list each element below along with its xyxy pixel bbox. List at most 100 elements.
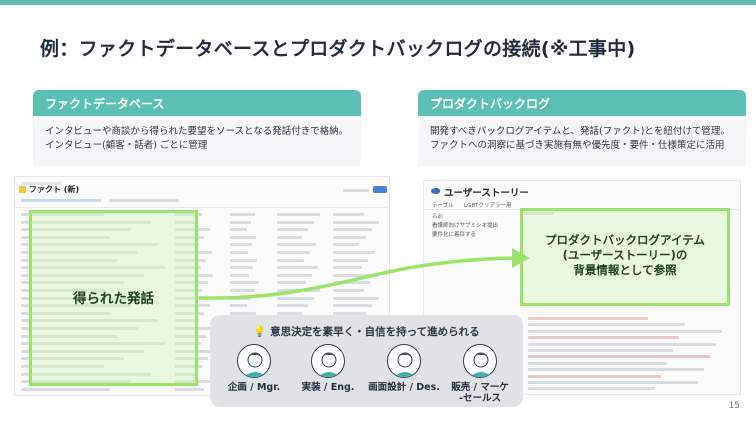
- blurred-cell: [230, 235, 257, 239]
- blurred-cell: [230, 289, 255, 292]
- blurred-cell: [21, 273, 145, 277]
- blurred-cell: [21, 251, 138, 254]
- folder-icon: [19, 186, 26, 193]
- blurred-detail-line: [528, 387, 655, 391]
- blurred-cell: [333, 228, 373, 232]
- blurred-cell: [21, 387, 111, 391]
- blurred-cell: [277, 220, 315, 224]
- blurred-cell: [277, 243, 317, 247]
- blurred-cell: [230, 304, 247, 308]
- blurred-detail-line: [528, 342, 716, 346]
- role-label: 企画 / Mgr.: [214, 382, 294, 393]
- tab-table[interactable]: テーブル: [432, 203, 454, 209]
- blurred-cell: [175, 281, 208, 285]
- blurred-cell: [175, 213, 203, 216]
- role-label-line1: 企画 / Mgr.: [227, 382, 281, 393]
- blurred-cell: [277, 258, 304, 262]
- person-avatar-icon: [311, 344, 345, 378]
- highlight-line-1: プロダクトバックログアイテム: [545, 233, 705, 247]
- blurred-cell: [21, 319, 159, 323]
- blurred-cell: [175, 304, 210, 308]
- blurred-cell: [21, 304, 131, 308]
- blurred-cell: [21, 289, 104, 292]
- blurred-detail-line: [528, 355, 710, 359]
- blurred-cell: [333, 251, 375, 254]
- blurred-cell: [21, 228, 131, 232]
- blurred-cell: [175, 311, 205, 315]
- fact-database-card-body: インタビューや商談から得られた要望をソースとなる発話付きで格納。 インタビュー(…: [33, 116, 361, 166]
- role-label-line1: 実装 / Eng.: [301, 382, 355, 393]
- blurred-cell: [175, 296, 197, 300]
- decision-panel-title: 💡 意思決定を素早く・自信を持って進められる: [210, 324, 523, 339]
- blurred-cell: [175, 327, 212, 330]
- arrow-head: [512, 248, 530, 268]
- fact-database-card-heading: ファクトデータベース: [33, 90, 361, 116]
- product-backlog-card-body: 開発すべきバックログアイテムと、発話(ファクト)とを紐付けて管理。 ファクトへの…: [418, 116, 746, 166]
- blurred-cell: [21, 380, 131, 384]
- blurred-cell: [333, 304, 373, 308]
- blurred-cell: [230, 273, 250, 277]
- blurred-cell: [175, 372, 197, 376]
- blurred-cell: [230, 266, 254, 270]
- backlog-item-highlight-label: プロダクトバックログアイテム (ユーザーストーリー)の 背景情報として参照: [520, 233, 730, 278]
- blurred-cell: [230, 213, 255, 216]
- blurred-cell: [21, 342, 165, 346]
- blurred-cell: [333, 266, 362, 270]
- blurred-cell: [333, 281, 371, 285]
- user-story-title: ユーザーストーリー: [444, 188, 529, 199]
- blurred-cell: [175, 220, 197, 224]
- blurred-cell: [175, 357, 208, 361]
- blurred-cell: [21, 334, 118, 338]
- blurred-cell: [21, 235, 111, 239]
- lightbulb-icon: 💡: [253, 326, 267, 338]
- blurred-cell: [175, 228, 210, 232]
- blurred-cell: [175, 273, 214, 277]
- utterance-highlight-box: [29, 210, 198, 386]
- fish-icon: [431, 188, 440, 194]
- blurred-detail-line: [528, 329, 722, 333]
- blurred-cell: [333, 258, 369, 262]
- fact-table-title: ファクト (新): [29, 185, 80, 194]
- blurred-cell: [175, 319, 199, 323]
- blurred-detail-line: [528, 336, 679, 340]
- blurred-cell: [230, 311, 257, 315]
- blurred-cell: [230, 281, 259, 285]
- blurred-cell: [230, 228, 247, 232]
- blurred-detail-line: [528, 368, 704, 372]
- blurred-cell: [175, 334, 207, 338]
- blurred-cell: [21, 258, 118, 262]
- role-label-line2: -セールス: [459, 393, 501, 404]
- blurred-cell: [333, 213, 364, 216]
- product-backlog-card-heading: プロダクトバックログ: [418, 90, 746, 116]
- list-item[interactable]: 要件化に着目する: [432, 232, 477, 238]
- blurred-cell: [21, 311, 111, 315]
- blurred-cell: [175, 251, 212, 254]
- blurred-cell: [277, 235, 302, 239]
- person-avatar-icon: [387, 344, 421, 378]
- blurred-cell: [21, 281, 124, 285]
- blurred-detail-line: [528, 349, 673, 352]
- blurred-cell: [175, 258, 207, 262]
- role-label-line1: 販売 / マーケ: [451, 382, 509, 393]
- blurred-cell: [277, 311, 302, 315]
- blurred-cell: [175, 342, 201, 346]
- blurred-cell: [175, 349, 214, 353]
- fact-database-description-line1: インタビューや商談から得られた要望をソースとなる発話付きで格納。: [45, 126, 349, 137]
- list-item[interactable]: 看護師向けサブミシオ提出: [432, 223, 499, 229]
- blurred-cell: [175, 266, 201, 270]
- role-label-line1: 画面設計 / Des.: [368, 382, 440, 393]
- blurred-detail-line: [528, 381, 698, 384]
- tab-view[interactable]: LGBTクリアラー用: [464, 203, 512, 209]
- blurred-cell: [21, 213, 104, 216]
- slide-title: 例：ファクトデータベースとプロダクトバックログの接続(※工事中): [40, 38, 636, 60]
- arrow-line: [198, 256, 520, 300]
- blurred-cell: [333, 235, 366, 239]
- role-label: 実装 / Eng.: [288, 382, 368, 393]
- new-button[interactable]: [373, 186, 387, 193]
- blurred-cell: [277, 281, 306, 285]
- backlog-item-highlight-box: [520, 208, 730, 306]
- blurred-cell: [175, 365, 203, 368]
- blurred-cell: [175, 243, 199, 247]
- blurred-cell: [333, 243, 360, 247]
- fact-database-description-line2: インタビュー(顧客・話者) ごとに管理: [45, 139, 208, 151]
